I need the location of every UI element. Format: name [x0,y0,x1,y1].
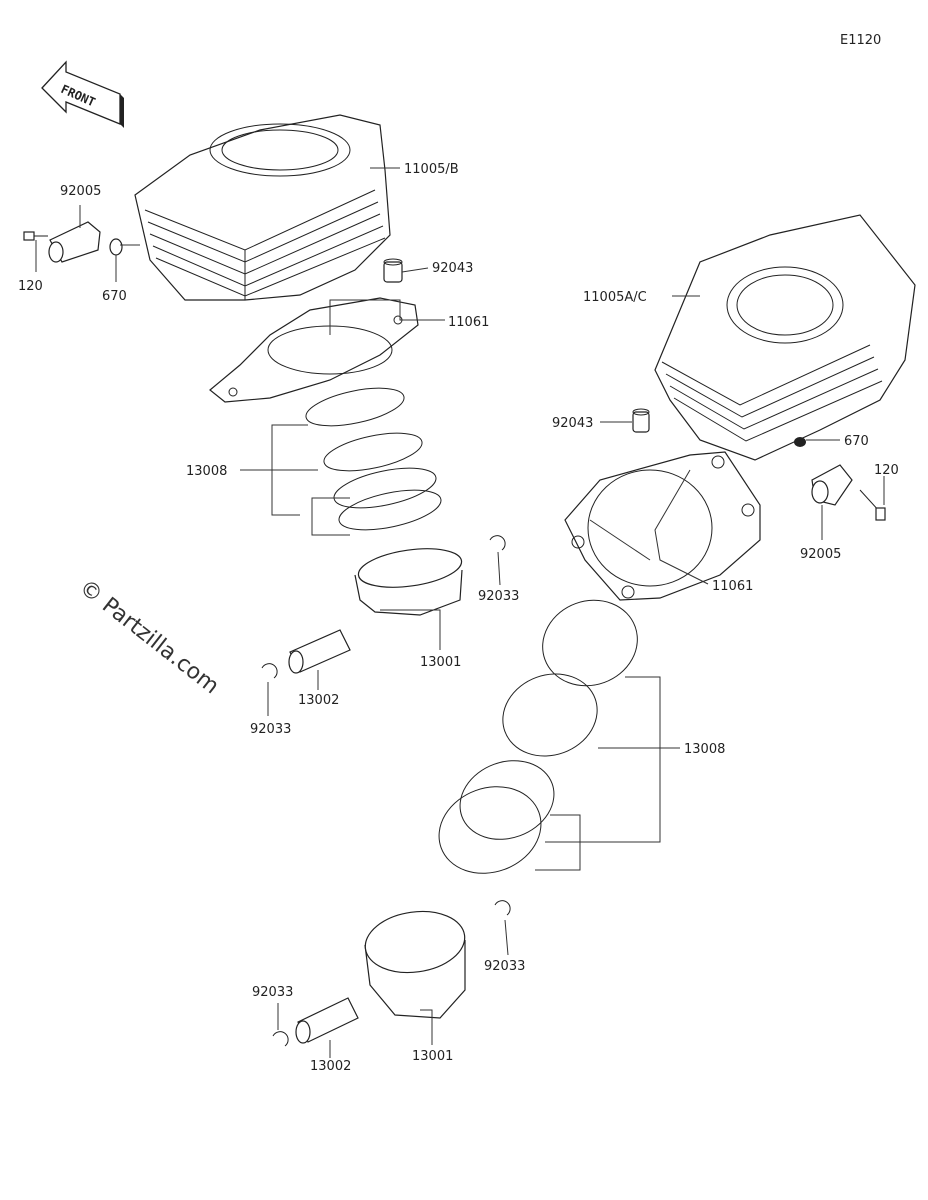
label-13008-right: 13008 [684,742,725,757]
circlip-top-right [489,535,506,551]
water-fitting-right [811,464,853,506]
label-92005-top: 92005 [60,184,101,199]
label-13002-top: 13002 [298,693,339,708]
label-670-top: 670 [102,289,127,304]
piston-pin-bottom [295,997,359,1044]
piston-pin-top [288,629,351,674]
label-13008-top: 13008 [186,464,227,479]
label-11005b: 11005/B [404,162,459,177]
label-13001-top: 13001 [420,655,461,670]
watermark: © Partzilla.com [74,575,223,699]
cylinder-top [134,114,391,301]
dowel-right [632,408,650,433]
dowel-top [383,258,403,283]
circlip-bottom-left [272,1031,289,1047]
label-13002-bottom: 13002 [310,1059,351,1074]
label-92033-bottom-right: 92033 [484,959,525,974]
piston-rings-top [305,387,442,531]
front-arrow-icon: FRONT [41,60,124,128]
label-92005-right: 92005 [800,547,841,562]
leader-lines [35,167,885,1058]
piston-rings-right [438,599,638,874]
label-670-right: 670 [844,434,869,449]
label-92043-top: 92043 [432,261,473,276]
label-92033-top-left: 92033 [250,722,291,737]
piston-bottom [364,910,466,1019]
label-92043-right: 92043 [552,416,593,431]
gasket-top [209,297,419,403]
o-ring-right [794,437,806,447]
circlip-top-left [261,663,278,679]
label-92033-bottom-left: 92033 [252,985,293,1000]
label-13001-bottom: 13001 [412,1049,453,1064]
label-11061-top: 11061 [448,315,489,330]
o-ring-top [109,238,123,256]
piston-top [354,548,463,616]
label-120-right: 120 [874,463,899,478]
diagram-code: E1120 [840,33,881,48]
gasket-right [564,451,761,601]
label-11061-right: 11061 [712,579,753,594]
bolt-top [23,231,48,241]
label-92033-top-right: 92033 [478,589,519,604]
water-fitting-top [48,221,101,263]
circlip-bottom-right [494,900,511,916]
bolt-right [859,489,886,521]
label-11005ac: 11005A/C [583,290,647,305]
cylinder-right [654,214,916,461]
label-120-top: 120 [18,279,43,294]
